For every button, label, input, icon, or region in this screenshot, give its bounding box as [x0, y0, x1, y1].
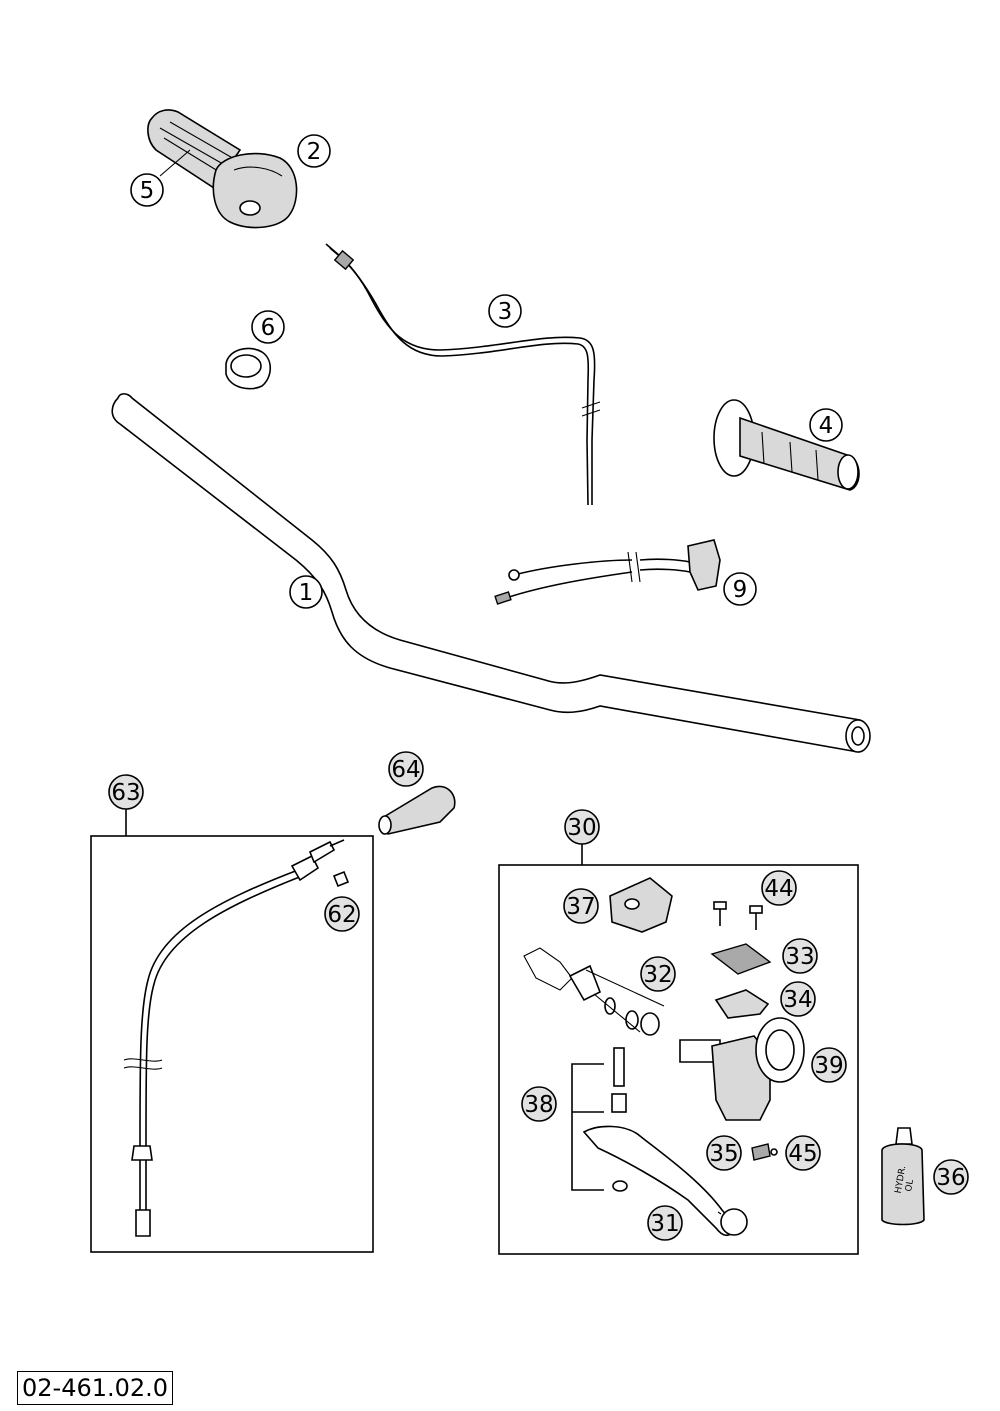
diaphragm-part [714, 989, 770, 1019]
reservoir-cover-part [710, 943, 772, 975]
callout-64: 64 [388, 751, 424, 787]
svg-text:33: 33 [785, 944, 814, 970]
callout-1: 1 [289, 575, 323, 609]
clutch-hose-part [123, 839, 345, 1237]
bleed-cap-part [332, 870, 350, 888]
callout-34: 34 [780, 981, 816, 1017]
callout-5: 5 [130, 173, 164, 207]
pivot-kit-part [571, 1047, 628, 1192]
throttle-grip-part [147, 109, 298, 229]
svg-text:63: 63 [111, 780, 140, 806]
svg-text:45: 45 [788, 1141, 817, 1167]
svg-text:32: 32 [643, 962, 672, 988]
svg-text:64: 64 [391, 757, 420, 783]
svg-text:4: 4 [819, 413, 834, 439]
left-grip-part [713, 399, 860, 491]
callout-9: 9 [723, 572, 757, 606]
svg-text:6: 6 [261, 315, 276, 341]
clutch-lever-part [582, 1125, 748, 1237]
rubber-boot-part [378, 785, 456, 835]
svg-text:62: 62 [327, 902, 356, 928]
group-box-63 [90, 835, 374, 1253]
group-box-30 [498, 864, 859, 1255]
callout-44: 44 [761, 870, 797, 906]
adjuster-part [751, 1143, 778, 1161]
clamp-part [609, 877, 673, 933]
bottle-label-2: OL [904, 1179, 916, 1193]
drawing-code-label: 02-461.02.0 [17, 1371, 174, 1405]
callout-45: 45 [785, 1135, 821, 1171]
handlebar-part [111, 393, 871, 753]
adjuster-ring-part [225, 347, 272, 390]
svg-text:1: 1 [299, 580, 314, 606]
svg-text:38: 38 [524, 1092, 553, 1118]
callout-31: 31 [647, 1205, 683, 1241]
svg-text:31: 31 [650, 1211, 679, 1237]
leader-lines [159, 149, 722, 1215]
callout-35: 35 [706, 1135, 742, 1171]
svg-text:35: 35 [709, 1141, 738, 1167]
svg-text:44: 44 [764, 876, 793, 902]
callout-39: 39 [811, 1047, 847, 1083]
screws-part [713, 901, 763, 930]
callout-38: 38 [521, 1086, 557, 1122]
svg-text:36: 36 [936, 1165, 965, 1191]
throttle-cable-part [325, 243, 601, 506]
callout-3: 3 [488, 294, 522, 328]
bottle-label: HYDR. [894, 1165, 909, 1194]
svg-text:5: 5 [140, 178, 155, 204]
svg-text:3: 3 [498, 299, 513, 325]
callout-62: 62 [324, 896, 360, 932]
svg-text:39: 39 [814, 1053, 843, 1079]
callout-30: 30 [564, 809, 600, 845]
svg-text:30: 30 [567, 815, 596, 841]
svg-text:37: 37 [566, 894, 595, 920]
callout-63: 63 [108, 774, 144, 810]
callout-2: 2 [297, 134, 331, 168]
callout-33: 33 [782, 938, 818, 974]
callout-32: 32 [640, 956, 676, 992]
svg-text:34: 34 [783, 987, 812, 1013]
callout-36: 36 [933, 1159, 969, 1195]
svg-text:2: 2 [307, 139, 322, 165]
svg-text:9: 9 [733, 577, 748, 603]
callout-6: 6 [251, 310, 285, 344]
hydraulic-oil-bottle-part: HYDR. OL [881, 1127, 925, 1226]
piston-kit-part [523, 947, 665, 1036]
master-cylinder-part [679, 1017, 805, 1121]
callout-4: 4 [809, 408, 843, 442]
kill-switch-part [494, 539, 721, 605]
callout-37: 37 [563, 888, 599, 924]
